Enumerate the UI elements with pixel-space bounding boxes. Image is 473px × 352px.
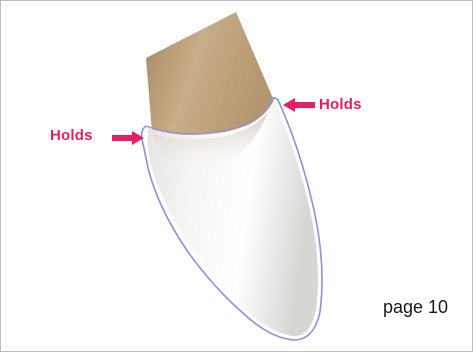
page-number: page 10 bbox=[383, 297, 448, 318]
arrow-left-icon bbox=[283, 98, 315, 112]
arrow-right-icon bbox=[112, 131, 144, 145]
holds-label-left: Holds bbox=[50, 127, 93, 144]
abutment-shape bbox=[146, 12, 275, 135]
holds-label-right: Holds bbox=[319, 96, 362, 113]
